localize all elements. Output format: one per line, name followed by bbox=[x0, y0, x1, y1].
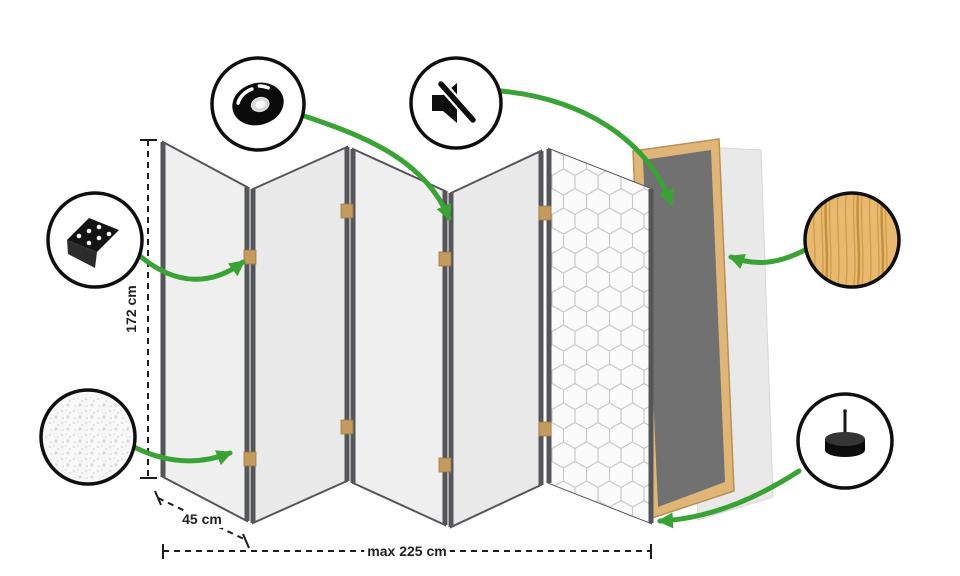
arrow-fleece bbox=[131, 444, 233, 466]
hinge bbox=[243, 249, 257, 265]
mute-callout bbox=[409, 56, 503, 150]
hinge bbox=[340, 203, 354, 219]
panel-width-dimension bbox=[154, 490, 250, 549]
callout-arrows bbox=[131, 88, 808, 529]
arrow-hinge bbox=[137, 253, 246, 282]
panel-4 bbox=[448, 149, 544, 529]
hinge-icon bbox=[67, 218, 119, 268]
fleece-callout bbox=[39, 388, 137, 486]
panel-1 bbox=[160, 140, 250, 523]
hinge bbox=[243, 451, 257, 467]
total-width-dimension-label: max 225 cm bbox=[367, 543, 446, 559]
foot-pad-icon bbox=[825, 409, 865, 457]
tape-callout bbox=[210, 56, 306, 152]
panel-hinges bbox=[243, 203, 552, 473]
dark-core-panel bbox=[643, 150, 725, 507]
hinge bbox=[538, 205, 552, 221]
arrow-foot bbox=[657, 468, 802, 529]
foot-callout bbox=[796, 392, 894, 490]
height-dimension bbox=[140, 139, 157, 479]
hinge bbox=[538, 421, 552, 437]
muted-speaker-icon bbox=[432, 79, 478, 125]
hinge-callout bbox=[46, 191, 144, 289]
panel-width-dimension-label: 45 cm bbox=[182, 511, 222, 527]
panel-2 bbox=[250, 145, 350, 525]
arrow-tape bbox=[298, 112, 452, 221]
geometric-cube-pattern bbox=[549, 149, 651, 523]
wood-callout bbox=[803, 191, 901, 289]
hinge bbox=[438, 457, 452, 473]
total-width-dimension bbox=[162, 544, 652, 559]
arrow-wood bbox=[728, 247, 808, 269]
hinge bbox=[340, 419, 354, 435]
height-dimension-label: 172 cm bbox=[123, 285, 139, 332]
hinge bbox=[438, 251, 452, 267]
arrow-mute bbox=[498, 88, 674, 206]
tape-icon bbox=[232, 82, 284, 126]
panel-3 bbox=[350, 147, 448, 527]
patterned-panel bbox=[546, 147, 654, 525]
fleece-texture-icon bbox=[45, 394, 131, 480]
